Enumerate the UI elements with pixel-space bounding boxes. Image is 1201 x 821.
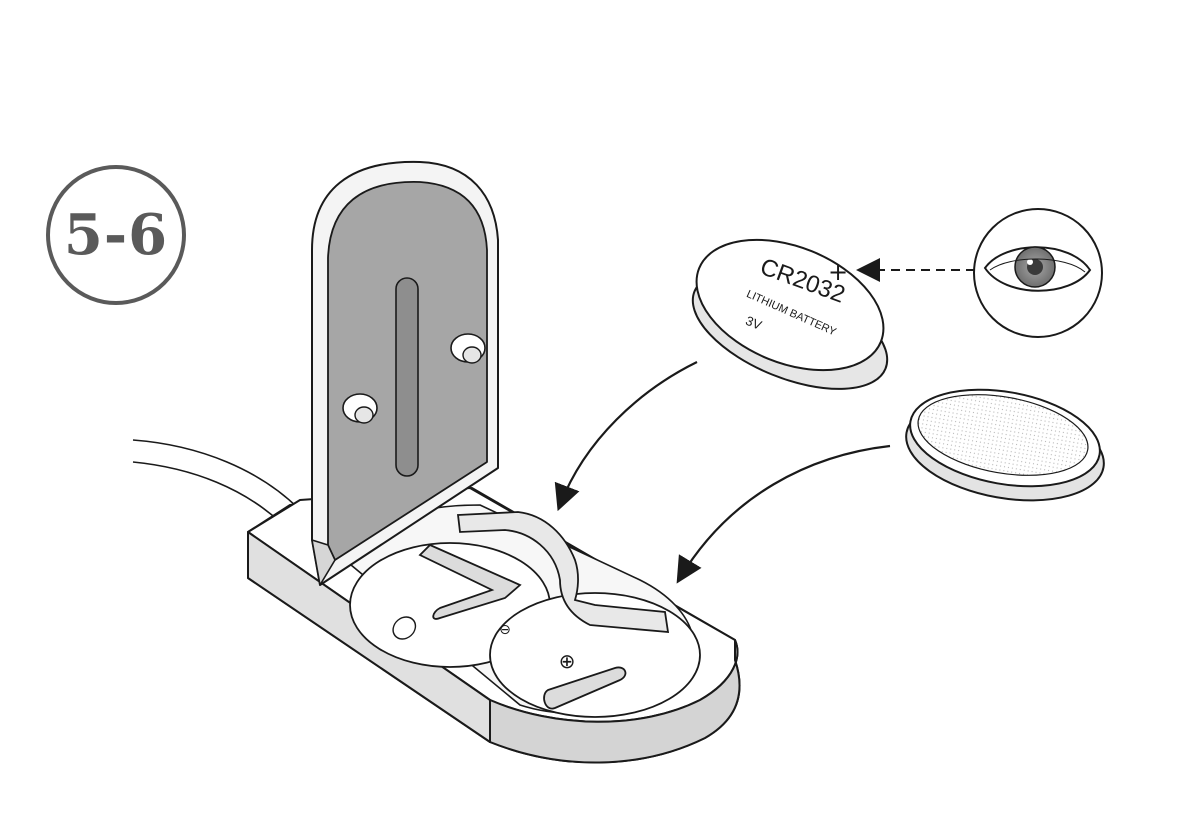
lid-post-lower: [342, 393, 378, 424]
insert-arrow-battery-one: [554, 361, 698, 512]
eye-icon: [983, 246, 1092, 292]
eye-inspection-callout: [973, 208, 1103, 338]
battery-underside: [905, 388, 1105, 502]
insert-arrow-battery-two: [676, 444, 891, 584]
cr2032-battery-top: CR2032 LITHIUM BATTERY 3V +: [691, 238, 889, 390]
positive-polarity-mark: ⊕: [559, 649, 576, 673]
battery-voltage-label: 3V: [744, 313, 765, 333]
contact-spring-clip: [418, 511, 670, 710]
negative-polarity-mark: ⊖: [499, 622, 511, 638]
battery-polarity-symbol: +: [828, 258, 848, 286]
holder-polarity-marks: ⊖ ⊕: [392, 616, 576, 673]
lid-slot: [395, 277, 419, 477]
holder-lid: [311, 160, 499, 586]
step-number-badge: 5-6: [46, 165, 186, 305]
cable-wires: [132, 439, 301, 523]
step-number-label: 5-6: [63, 202, 169, 268]
lid-post-upper: [450, 333, 486, 364]
